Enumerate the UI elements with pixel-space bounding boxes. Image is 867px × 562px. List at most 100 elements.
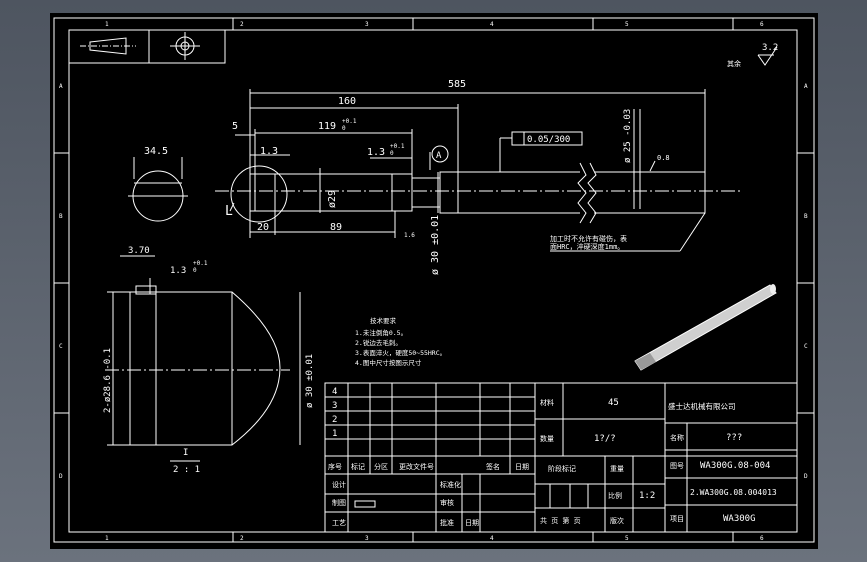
- row-c-right: C: [804, 343, 808, 350]
- dim-5: 5: [232, 121, 238, 132]
- req-3: 3.表面淬火，硬度50~55HRC。: [355, 348, 446, 357]
- dim-585: 585: [448, 79, 466, 90]
- tb-stage: 阶段标记: [548, 464, 576, 473]
- tb-name-lbl: 名称: [670, 433, 684, 442]
- detail-label: I: [183, 448, 188, 458]
- dim-89: 89: [330, 222, 342, 233]
- dim-119: 119: [318, 121, 336, 132]
- tb-scale: 1:2: [639, 491, 655, 501]
- top-col-2: 2: [240, 21, 244, 28]
- row-b-left: B: [59, 213, 63, 220]
- top-col-1: 1: [105, 21, 109, 28]
- tb-proj-lbl: 项目: [670, 515, 684, 523]
- tb-row-1: 1: [332, 429, 337, 439]
- shaft-main-view: [215, 162, 740, 224]
- tech-requirements: 技术要求 1.未注倒角0.5。 2.锐边去毛刺。 3.表面淬火，硬度50~55H…: [355, 316, 446, 367]
- row-b-right: B: [804, 213, 808, 220]
- tb-qty-lbl: 数量: [540, 434, 554, 443]
- tb-material: 45: [608, 398, 619, 408]
- cad-drawing: 1 2 3 4 5 6 1 2 3 4 5 6 A B C D A B C D …: [53, 17, 815, 543]
- dim-160: 160: [338, 96, 356, 107]
- ra-0-8: 0.8: [657, 154, 670, 162]
- tb-review: 审核: [440, 498, 454, 507]
- tb-h-zone: 分区: [374, 462, 388, 471]
- tb-h-doc: 更改文件号: [399, 462, 434, 471]
- tb-h-mark: 标记: [351, 462, 365, 471]
- tolerance-value: 0.05/300: [527, 135, 570, 145]
- title-block: [324, 382, 798, 533]
- dim-phi30: ø 30 ±0.01: [430, 215, 441, 275]
- tb-code-lbl: 图号: [670, 462, 684, 470]
- tb-ref: 2.WA300G.08.004013: [690, 488, 777, 497]
- tb-name: ???: [726, 433, 742, 443]
- projection-symbol: [69, 30, 226, 64]
- bottom-col-1: 1: [105, 535, 109, 542]
- tb-scale-lbl: 比例: [608, 491, 622, 500]
- dim-phi29: ø29: [327, 190, 338, 208]
- tb-std: 标准化: [440, 480, 461, 489]
- inner-frame: [68, 29, 798, 533]
- req-2: 2.锐边去毛刺。: [355, 338, 402, 347]
- dim-3-70: 3.70: [128, 246, 150, 256]
- outer-frame: [53, 17, 815, 543]
- bottom-col-5: 5: [625, 535, 629, 542]
- bottom-col-3: 3: [365, 535, 369, 542]
- tb-h-date: 日期: [515, 463, 529, 471]
- tb-code: WA300G.08-004: [700, 461, 770, 471]
- tb-row-2: 2: [332, 415, 337, 425]
- req-4: 4.图中尺寸按图示尺寸: [355, 358, 422, 367]
- tb-proj: WA300G: [723, 514, 756, 524]
- tb-h-seq: 序号: [328, 462, 342, 471]
- row-d-right: D: [804, 473, 808, 480]
- tb-version: 版次: [610, 516, 624, 525]
- tb-process: 工艺: [332, 519, 346, 527]
- top-col-6: 6: [760, 21, 764, 28]
- top-col-5: 5: [625, 21, 629, 28]
- tb-qty: 1?/?: [594, 434, 616, 444]
- bottom-col-4: 4: [490, 535, 494, 542]
- row-d-left: D: [59, 473, 63, 480]
- dim-34-5: 34.5: [144, 146, 168, 157]
- shaft-3d-thumbnail: [634, 284, 777, 371]
- datum-label: A: [436, 151, 442, 161]
- top-col-3: 3: [365, 21, 369, 28]
- drawing-sheet: 1 2 3 4 5 6 1 2 3 4 5 6 A B C D A B C D …: [50, 13, 818, 549]
- tb-weight: 重量: [610, 465, 624, 473]
- row-c-left: C: [59, 343, 63, 350]
- ra-1-6: 1.6: [404, 232, 415, 239]
- tb-design: 设计: [332, 480, 346, 489]
- tb-company: 盛士达机械有限公司: [668, 401, 736, 411]
- tb-h-sign: 签名: [486, 462, 500, 471]
- geometric-tolerance: 0.05/300 A: [431, 131, 583, 163]
- frame-labels: 1 2 3 4 5 6 1 2 3 4 5 6 A B C D A B C D: [59, 21, 808, 542]
- row-a-right: A: [804, 83, 808, 90]
- row-a-left: A: [59, 83, 63, 90]
- detail-scale: 2 : 1: [173, 465, 200, 475]
- finish-note: 加工时不允许有碰伤，表面HRC，淬硬深度1mm。: [550, 234, 627, 251]
- dim-1-3c: 1.3: [170, 266, 186, 276]
- tb-draw: 制图: [332, 498, 346, 507]
- req-1: 1.未注倒角0.5。: [355, 328, 407, 337]
- tb-material-lbl: 材料: [540, 398, 554, 407]
- bottom-col-2: 2: [240, 535, 244, 542]
- dimension-lines: [235, 89, 706, 252]
- dim-phi28-6: 2-ø28.6 -0.1: [103, 348, 113, 413]
- tb-date2: 日期: [465, 519, 479, 527]
- dim-phi25: ø 25 -0.03: [623, 109, 633, 163]
- roughness-value: 3.2: [762, 43, 778, 53]
- dim-1-3b: 1.3: [367, 147, 385, 158]
- bottom-col-6: 6: [760, 535, 764, 542]
- frame-ticks: [54, 18, 814, 542]
- tb-approve: 批准: [440, 518, 454, 527]
- detail-marker: L: [225, 204, 233, 219]
- tb-row-4: 4: [332, 387, 337, 397]
- top-col-4: 4: [490, 21, 494, 28]
- section-view: [128, 157, 188, 222]
- roughness-symbol: 其余 3.2: [727, 43, 778, 68]
